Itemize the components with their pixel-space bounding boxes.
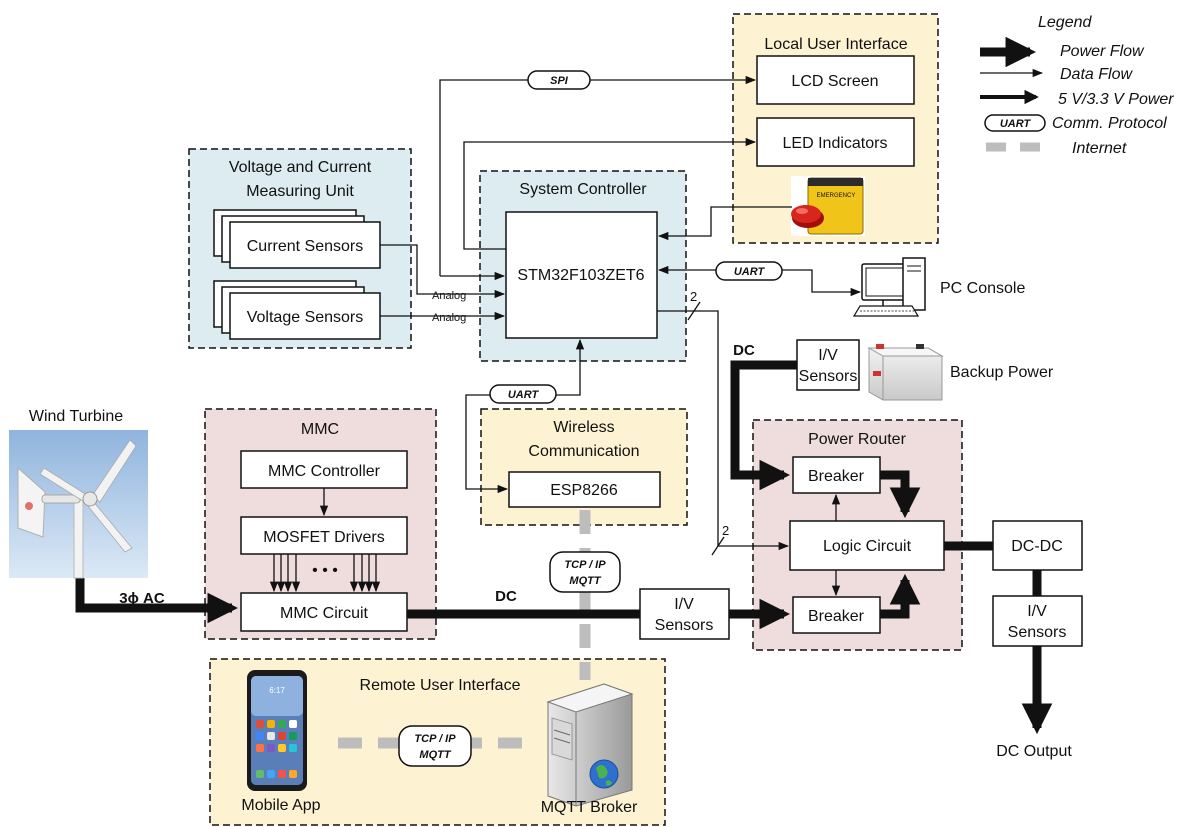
- svg-text:6:17: 6:17: [269, 686, 285, 695]
- mosfet-drivers-label: MOSFET Drivers: [263, 529, 384, 546]
- svg-text:MQTT: MQTT: [569, 575, 601, 587]
- legend-protocol: Comm. Protocol: [1052, 115, 1167, 132]
- bus-width-mcu: 2: [690, 289, 697, 304]
- lcd-block: [756, 55, 915, 105]
- data-flow-lines: [269, 75, 862, 597]
- legend-data-flow: Data Flow: [1060, 66, 1133, 83]
- svg-text:EMERGENCY: EMERGENCY: [817, 193, 856, 199]
- mcu-label: STM32F103ZET6: [517, 267, 644, 284]
- vcmu-title-2: Measuring Unit: [246, 183, 354, 200]
- svg-text:MQTT: MQTT: [419, 749, 451, 761]
- iv-sensors-backup-block: [796, 339, 860, 391]
- dc-backup-label: DC: [733, 342, 755, 359]
- svg-text:TCP / IP: TCP / IP: [414, 733, 456, 745]
- spi-pill: SPI: [527, 70, 591, 90]
- system-controller-title: System Controller: [519, 181, 647, 198]
- mmc-controller-block: [240, 450, 408, 489]
- bus-width-logic: 2: [722, 523, 729, 538]
- iv-dc-line2: Sensors: [655, 617, 714, 634]
- dc-output-label: DC Output: [996, 743, 1072, 760]
- emergency-stop-icon: EMERGENCY: [791, 176, 865, 236]
- mqtt-server-icon: [546, 683, 634, 807]
- wind-turbine-icon: [9, 430, 148, 579]
- mqtt-broker-label: MQTT Broker: [541, 799, 638, 816]
- mobile-app-label: Mobile App: [241, 797, 320, 814]
- led-block: [756, 117, 915, 167]
- wireless-title-2: Communication: [528, 443, 639, 460]
- uart-pill-esp: UART: [489, 384, 557, 404]
- iv-backup-line1: I/V: [818, 347, 838, 364]
- legend-power-flow: Power Flow: [1060, 43, 1145, 60]
- tcpip-pill-horizontal: TCP / IP MQTT: [398, 725, 472, 767]
- voltage-sensors-label: Voltage Sensors: [247, 309, 364, 326]
- legend-internet: Internet: [1072, 140, 1127, 157]
- current-sensors-label: Current Sensors: [247, 238, 364, 255]
- legend-uart-pill: UART: [1000, 118, 1032, 130]
- esp-label: ESP8266: [550, 482, 618, 499]
- pc-console-label: PC Console: [940, 280, 1025, 297]
- breaker-bottom-label: Breaker: [808, 608, 865, 625]
- voltage-sensor-stack: [213, 280, 381, 340]
- wireless-title-1: Wireless: [553, 419, 614, 436]
- svg-text:SPI: SPI: [550, 75, 569, 87]
- iv-backup-line2: Sensors: [799, 368, 858, 385]
- current-sensor-stack: [213, 209, 381, 269]
- svg-text:TCP / IP: TCP / IP: [564, 559, 606, 571]
- remote-ui-title: Remote User Interface: [360, 677, 521, 694]
- legend: Legend Power Flow Data Flow 5 V/3.3 V Po…: [980, 14, 1174, 157]
- power-router-title: Power Router: [808, 431, 906, 448]
- legend-low-power: 5 V/3.3 V Power: [1058, 91, 1174, 108]
- tcpip-pill-vertical: TCP / IP MQTT: [549, 551, 621, 593]
- mmc-controller-label: MMC Controller: [268, 463, 381, 480]
- led-label: LED Indicators: [783, 135, 888, 152]
- mcu-block: [505, 211, 658, 339]
- dcdc-label: DC-DC: [1011, 538, 1063, 555]
- backup-power-label: Backup Power: [950, 364, 1054, 381]
- analog-label-current: Analog: [432, 290, 466, 302]
- wind-turbine-label: Wind Turbine: [29, 408, 123, 425]
- svg-text:UART: UART: [734, 266, 766, 278]
- mobile-phone-icon: 6:17: [247, 670, 307, 791]
- iv-dc-line1: I/V: [674, 596, 694, 613]
- legend-title: Legend: [1038, 14, 1092, 31]
- iv-output-line2: Sensors: [1008, 624, 1067, 641]
- iv-output-line1: I/V: [1027, 603, 1047, 620]
- breaker-top-block: [792, 456, 881, 494]
- driver-dots: • • •: [312, 562, 338, 579]
- local-ui-title: Local User Interface: [764, 36, 907, 53]
- logic-circuit-block: [789, 520, 945, 571]
- iv-sensors-output-block: [992, 595, 1083, 647]
- uart-pill-pc: UART: [715, 261, 783, 281]
- logic-circuit-label: Logic Circuit: [823, 538, 912, 555]
- mmc-circuit-label: MMC Circuit: [280, 605, 369, 622]
- breaker-top-label: Breaker: [808, 468, 865, 485]
- three-phase-ac-label: 3ϕ AC: [119, 590, 165, 607]
- vcmu-title-1: Voltage and Current: [229, 159, 372, 176]
- svg-text:UART: UART: [508, 389, 540, 401]
- pc-console-icon: [852, 257, 926, 317]
- lcd-label: LCD Screen: [791, 73, 878, 90]
- mmc-title: MMC: [301, 421, 339, 438]
- breaker-bottom-block: [792, 596, 881, 634]
- battery-icon: [867, 344, 944, 401]
- dcdc-block: [992, 520, 1083, 571]
- analog-label-voltage: Analog: [432, 312, 466, 324]
- mosfet-drivers-block: [240, 516, 408, 555]
- dc-label: DC: [495, 588, 517, 605]
- power-flow-lines: [75, 360, 1053, 735]
